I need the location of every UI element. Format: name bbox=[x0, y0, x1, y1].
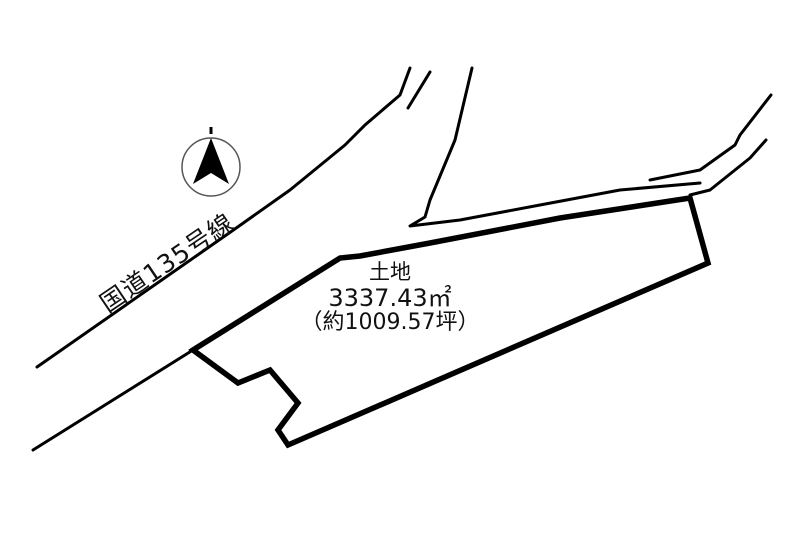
north-arrow-icon bbox=[181, 127, 241, 197]
parcel-area: 3337.43㎡ bbox=[328, 284, 452, 312]
parcel-boundary bbox=[188, 194, 712, 449]
road-lower-edge bbox=[31, 348, 195, 452]
parcel-area-tsubo: （約1009.57坪） bbox=[300, 310, 480, 335]
parcel-name: 土地 bbox=[369, 260, 411, 284]
parcel-label: 土地 3337.43㎡ （約1009.57坪） bbox=[270, 262, 510, 334]
side-road-east-lower bbox=[688, 138, 768, 197]
side-road-west-edge bbox=[408, 66, 702, 228]
road-lines bbox=[31, 66, 773, 452]
road-upper-edge bbox=[35, 66, 412, 369]
side-road-east-upper bbox=[648, 93, 773, 182]
side-road-left bbox=[406, 70, 432, 110]
